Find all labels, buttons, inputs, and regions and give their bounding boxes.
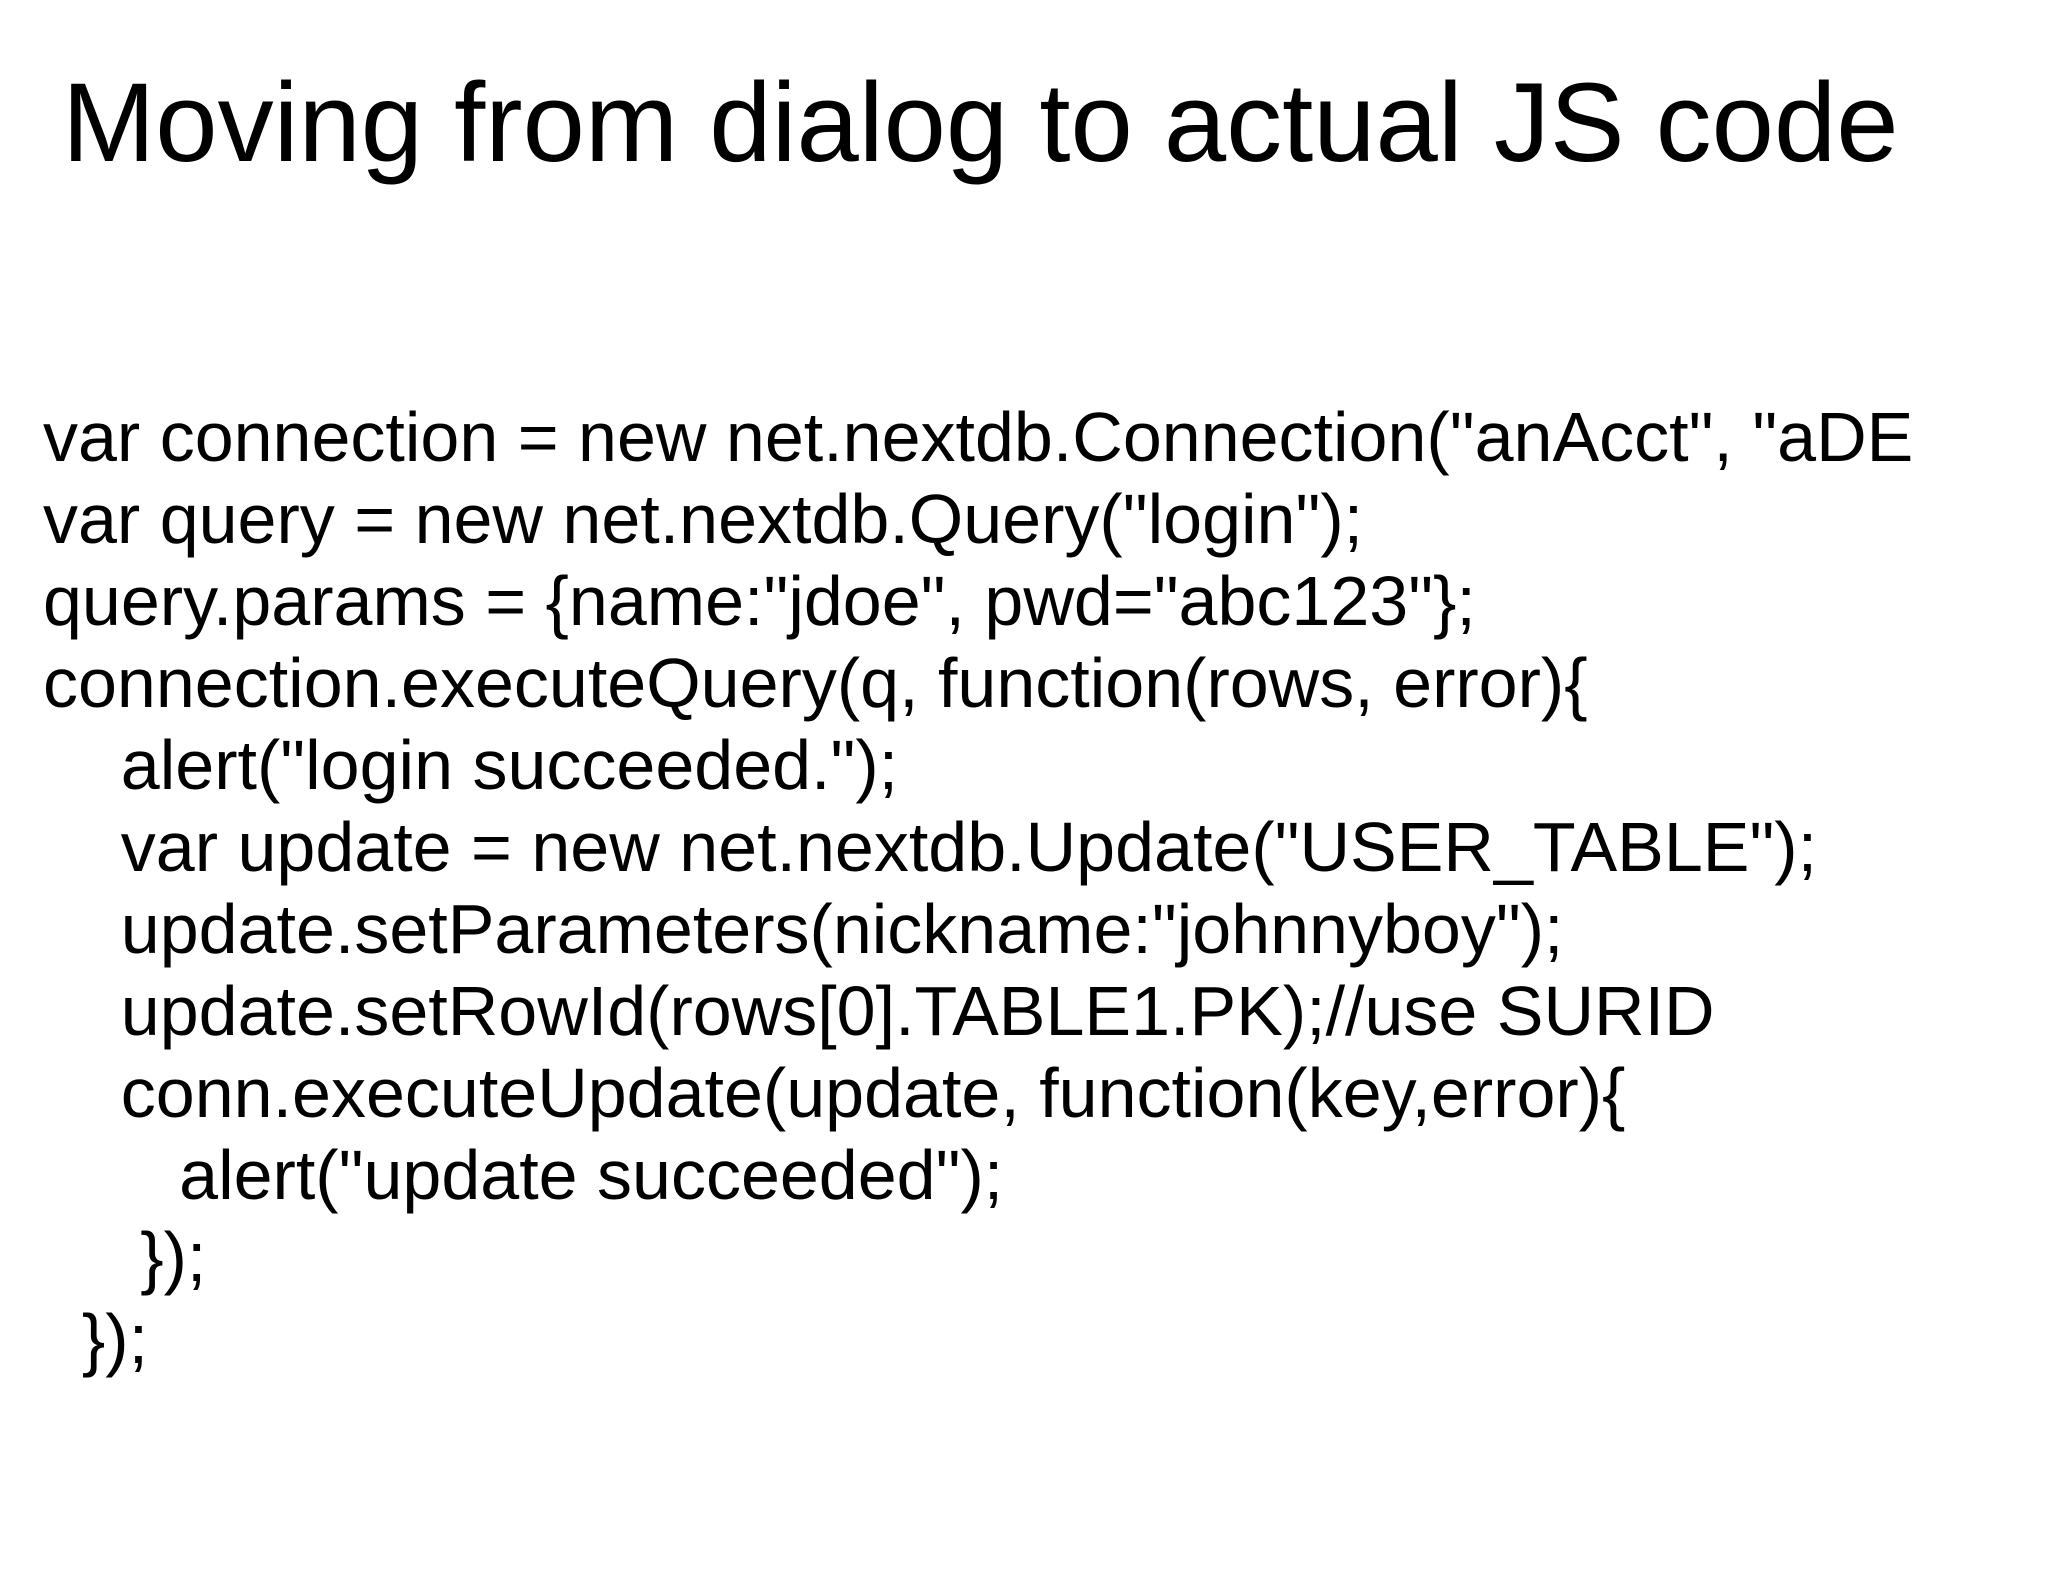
code-line: update.setRowId(rows[0].TABLE1.PK);//use… (43, 972, 1715, 1050)
code-line: var query = new net.nextdb.Query("login"… (43, 480, 1364, 558)
code-block: var connection = new net.nextdb.Connecti… (43, 396, 1913, 1380)
slide-title: Moving from dialog to actual JS code (62, 60, 1899, 185)
code-line: query.params = {name:"jdoe", pwd="abc123… (43, 562, 1476, 640)
code-line: alert("login succeeded."); (43, 726, 899, 804)
code-line: conn.executeUpdate(update, function(key,… (43, 1054, 1626, 1132)
code-line: var connection = new net.nextdb.Connecti… (43, 398, 1914, 476)
code-line: alert("update succeeded"); (43, 1136, 1004, 1214)
code-line: var update = new net.nextdb.Update("USER… (43, 808, 1818, 886)
code-line: }); (43, 1300, 149, 1378)
code-line: connection.executeQuery(q, function(rows… (43, 644, 1588, 722)
code-line: }); (43, 1218, 207, 1296)
code-line: update.setParameters(nickname:"johnnyboy… (43, 890, 1564, 968)
